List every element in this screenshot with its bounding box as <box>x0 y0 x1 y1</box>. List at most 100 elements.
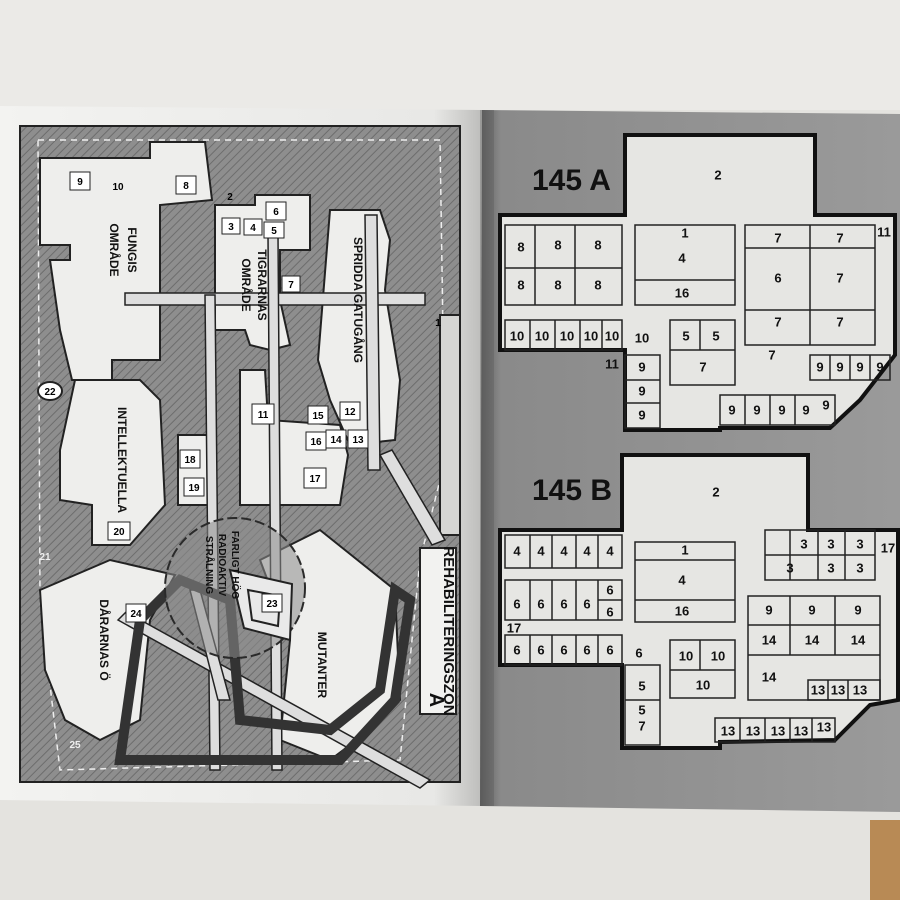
svg-text:7: 7 <box>774 315 781 330</box>
marker-24: 24 <box>125 603 147 623</box>
svg-text:1: 1 <box>681 226 688 241</box>
svg-text:6: 6 <box>513 643 520 658</box>
svg-text:7: 7 <box>836 315 843 330</box>
svg-text:6: 6 <box>583 643 590 658</box>
svg-text:9: 9 <box>822 398 829 413</box>
svg-text:8: 8 <box>554 238 561 253</box>
marker-2: 2 <box>227 192 233 203</box>
svg-text:6: 6 <box>513 597 520 612</box>
svg-text:6: 6 <box>560 643 567 658</box>
svg-text:8: 8 <box>183 181 189 192</box>
svg-text:9: 9 <box>854 603 861 618</box>
svg-text:2: 2 <box>712 485 719 500</box>
svg-text:7: 7 <box>836 231 843 246</box>
label-danger-1: FARLIGT HÖG <box>229 531 242 600</box>
svg-text:25: 25 <box>69 740 81 751</box>
label-tigrarnas: TIGRARNAS <box>255 249 269 320</box>
svg-text:13: 13 <box>811 683 825 698</box>
marker-3: 3 <box>221 217 241 235</box>
plan-a-labels: 2 1 4 16 8 8 8 8 8 8 7 7 6 7 7 7 7 11 10… <box>510 168 891 423</box>
svg-text:6: 6 <box>537 643 544 658</box>
svg-text:13: 13 <box>721 724 735 739</box>
marker-19: 19 <box>183 477 205 497</box>
svg-text:7: 7 <box>836 271 843 286</box>
svg-text:8: 8 <box>594 278 601 293</box>
svg-text:6: 6 <box>606 583 613 598</box>
svg-text:9: 9 <box>77 177 83 188</box>
svg-text:4: 4 <box>606 544 614 559</box>
plan-a: 145 A 2 1 4 16 8 8 8 8 8 8 7 7 6 <box>498 133 897 432</box>
svg-text:7: 7 <box>638 719 645 734</box>
label-tigrarnas-2: OMRÅDE <box>239 258 254 311</box>
marker-22: 22 <box>37 381 63 401</box>
plan-b: 145 B 2 1 4 16 4 4 4 4 4 6 6 6 6 <box>498 453 900 750</box>
zone-title-box: REHABILITERINGSZON A <box>419 546 457 716</box>
svg-text:20: 20 <box>113 527 125 538</box>
marker-12: 12 <box>339 401 361 421</box>
svg-text:9: 9 <box>638 360 645 375</box>
svg-text:2: 2 <box>227 192 233 203</box>
svg-text:9: 9 <box>856 360 863 375</box>
svg-text:13: 13 <box>831 683 845 698</box>
svg-text:10: 10 <box>510 329 524 344</box>
marker-10: 10 <box>112 182 124 193</box>
svg-text:13: 13 <box>853 683 867 698</box>
svg-text:3: 3 <box>786 561 793 576</box>
svg-text:5: 5 <box>638 679 645 694</box>
marker-8: 8 <box>175 175 197 195</box>
svg-text:3: 3 <box>856 537 863 552</box>
marker-17: 17 <box>303 467 327 489</box>
svg-text:8: 8 <box>517 240 524 255</box>
svg-text:5: 5 <box>271 226 277 237</box>
svg-text:8: 8 <box>554 278 561 293</box>
label-spridda: SPRIDDA GATUGÅNG <box>351 237 366 363</box>
svg-text:11: 11 <box>258 410 269 421</box>
svg-text:10: 10 <box>605 329 619 344</box>
svg-text:17: 17 <box>881 541 895 556</box>
marker-18: 18 <box>179 449 201 469</box>
svg-text:4: 4 <box>560 544 568 559</box>
label-danger-3: STRÅLNING <box>203 536 216 595</box>
wood-edge <box>870 820 900 900</box>
plan-a-outline <box>498 133 897 432</box>
district-fungis <box>39 141 214 381</box>
zone-title-line1: REHABILITERINGSZON <box>440 546 457 715</box>
svg-text:9: 9 <box>808 603 815 618</box>
svg-text:4: 4 <box>513 544 521 559</box>
svg-text:3: 3 <box>228 222 234 233</box>
svg-text:4: 4 <box>678 573 686 588</box>
marker-23: 23 <box>261 593 283 613</box>
svg-text:17: 17 <box>309 474 321 485</box>
svg-text:24: 24 <box>130 609 142 620</box>
svg-text:14: 14 <box>805 633 820 648</box>
marker-15: 15 <box>307 405 329 425</box>
marker-9: 9 <box>69 171 91 191</box>
label-mutanter: MUTANTER <box>315 632 329 699</box>
svg-text:4: 4 <box>537 544 545 559</box>
svg-text:4: 4 <box>250 223 256 234</box>
svg-text:13: 13 <box>794 724 808 739</box>
svg-text:9: 9 <box>765 603 772 618</box>
svg-text:10: 10 <box>535 329 549 344</box>
svg-text:9: 9 <box>816 360 823 375</box>
svg-text:6: 6 <box>583 597 590 612</box>
svg-text:14: 14 <box>851 633 866 648</box>
marker-13: 13 <box>347 429 369 449</box>
svg-text:10: 10 <box>679 649 693 664</box>
svg-text:9: 9 <box>753 403 760 418</box>
svg-text:7: 7 <box>774 231 781 246</box>
svg-text:13: 13 <box>746 724 760 739</box>
map-districts <box>38 141 461 762</box>
svg-text:7: 7 <box>768 348 775 363</box>
svg-text:22: 22 <box>44 387 56 398</box>
svg-text:10: 10 <box>635 331 649 346</box>
svg-text:13: 13 <box>771 724 785 739</box>
svg-text:6: 6 <box>560 597 567 612</box>
svg-text:6: 6 <box>537 597 544 612</box>
zone-title-line2: A <box>425 693 447 707</box>
svg-text:16: 16 <box>675 286 689 301</box>
svg-text:9: 9 <box>876 360 883 375</box>
svg-text:10: 10 <box>711 649 725 664</box>
svg-text:11: 11 <box>605 357 619 372</box>
